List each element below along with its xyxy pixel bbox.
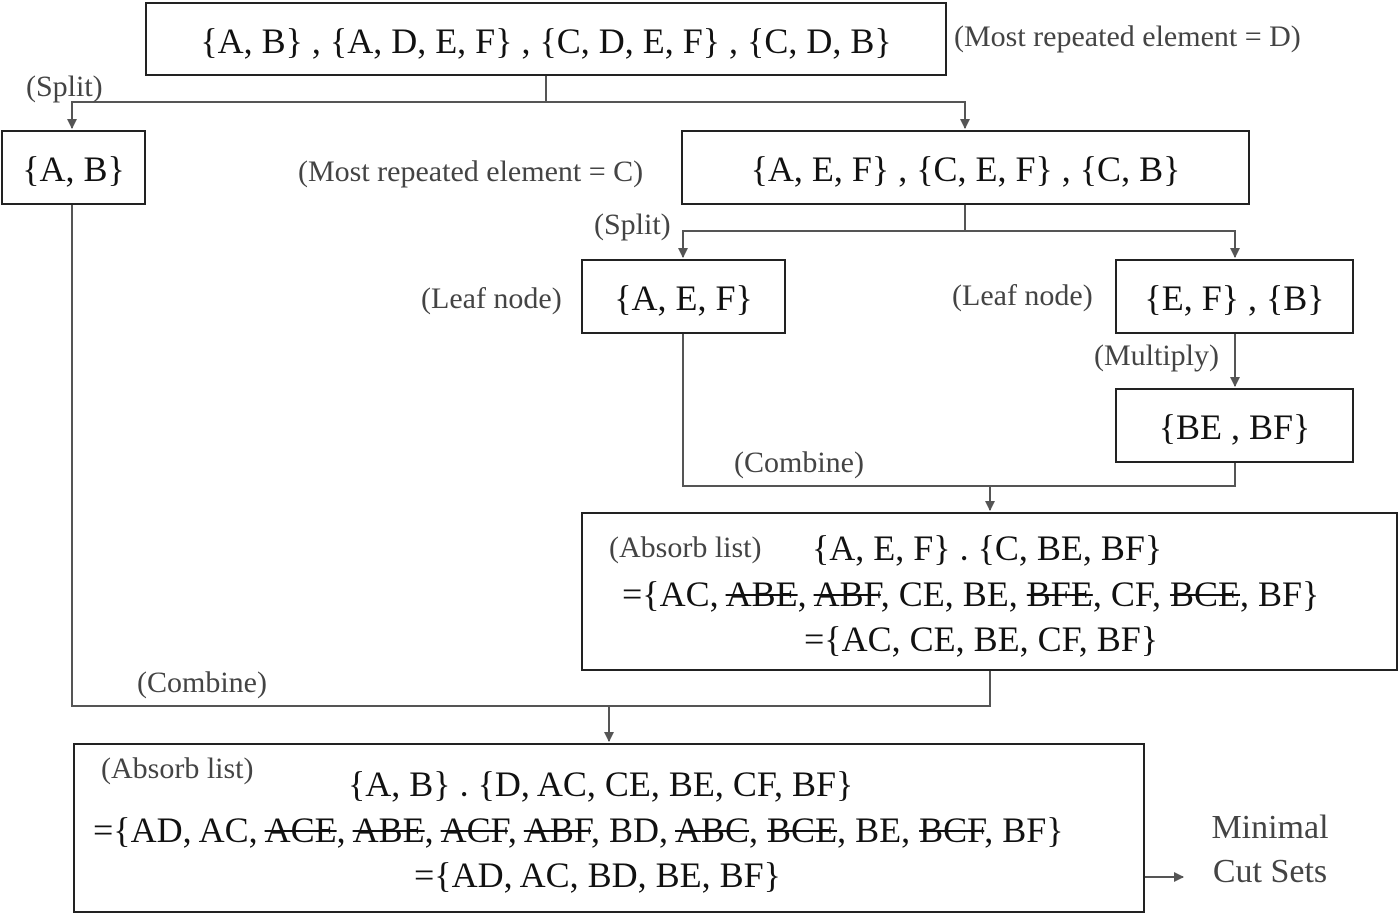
absorb1-line3: ={AC, CE, BE, CF, BF} bbox=[804, 619, 1159, 659]
level2-note: (Most repeated element = C) bbox=[298, 155, 644, 188]
absorb2-term: , BF} bbox=[984, 810, 1064, 850]
absorb2-term: , bbox=[749, 810, 768, 850]
leaf-a-note: (Leaf node) bbox=[421, 282, 562, 315]
absorb2-term: , BD, bbox=[590, 810, 676, 850]
absorb2-struck-term: BCE bbox=[767, 810, 838, 850]
root-split-label: (Split) bbox=[26, 70, 103, 103]
absorb2-struck-term: ABE bbox=[352, 810, 425, 850]
absorb2-term: , bbox=[336, 810, 353, 850]
result-label: Minimal Cut Sets bbox=[1190, 806, 1350, 894]
left-leaf-text: {A, B} bbox=[22, 149, 125, 189]
absorb1-term: , bbox=[797, 574, 814, 614]
absorb2-line3: ={AD, AC, BD, BE, BF} bbox=[414, 855, 781, 895]
absorb1-struck-term: BFE bbox=[1026, 574, 1093, 614]
absorb2-line1: {A, B} . {D, AC, CE, BE, CF, BF} bbox=[348, 764, 854, 804]
level2-split-right-line bbox=[965, 230, 1240, 258]
level2-text: {A, E, F} , {C, E, F} , {C, B} bbox=[750, 149, 1181, 189]
absorb1-term: ={AC, bbox=[622, 574, 726, 614]
absorb2-term: , bbox=[424, 810, 441, 850]
root-split-line bbox=[67, 75, 547, 129]
multiplied-box: {BE , BF} bbox=[1115, 388, 1354, 463]
root-text: {A, B} , {A, D, E, F} , {C, D, E, F} , {… bbox=[200, 21, 892, 61]
level2-split-label: (Split) bbox=[594, 208, 671, 241]
root-split-right-line bbox=[546, 101, 970, 129]
combine1-line bbox=[682, 333, 995, 511]
absorb2-struck-term: BCF bbox=[919, 810, 985, 850]
combine1-label: (Combine) bbox=[734, 446, 864, 479]
absorb1-struck-term: ABE bbox=[725, 574, 798, 614]
combine2-right-line bbox=[609, 670, 991, 707]
absorb1-term: , CE, BE, bbox=[880, 574, 1027, 614]
absorb1-term: , BF} bbox=[1240, 574, 1320, 614]
level2-box: {A, E, F} , {C, E, F} , {C, B} bbox=[681, 130, 1250, 205]
absorb1-line2: ={AC, ABE, ABF, CE, BE, BFE, CF, BCE, BF… bbox=[622, 574, 1319, 614]
root-box: {A, B} , {A, D, E, F} , {C, D, E, F} , {… bbox=[145, 2, 947, 76]
absorb2-term: , bbox=[507, 810, 524, 850]
combine2-line bbox=[71, 204, 614, 742]
absorb1-term: , CF, bbox=[1092, 574, 1170, 614]
absorb2-box bbox=[73, 743, 1145, 913]
leaf-a-box: {A, E, F} bbox=[581, 259, 786, 334]
absorb2-term: ={AD, AC, bbox=[93, 810, 265, 850]
absorb2-struck-term: ABF bbox=[523, 810, 591, 850]
result-line2: Cut Sets bbox=[1212, 853, 1328, 890]
absorb1-struck-term: BCE bbox=[1169, 574, 1240, 614]
absorb1-line1: {A, E, F} . {C, BE, BF} bbox=[812, 528, 1163, 568]
absorb2-struck-term: ACF bbox=[440, 810, 508, 850]
root-note: (Most repeated element = D) bbox=[954, 20, 1301, 53]
left-leaf-box: {A, B} bbox=[1, 130, 146, 205]
leaf-b-text: {E, F} , {B} bbox=[1144, 278, 1325, 318]
result-line1: Minimal bbox=[1211, 809, 1329, 846]
absorb2-line2: ={AD, AC, ACE, ABE, ACF, ABF, BD, ABC, B… bbox=[93, 810, 1064, 850]
combine1-right-line bbox=[990, 462, 1236, 487]
multiplied-text: {BE , BF} bbox=[1158, 407, 1311, 447]
absorb1-label: (Absorb list) bbox=[609, 531, 762, 564]
leaf-b-note: (Leaf node) bbox=[952, 279, 1093, 312]
multiply-label: (Multiply) bbox=[1094, 339, 1219, 372]
absorb1-struck-term: ABF bbox=[813, 574, 881, 614]
leaf-a-text: {A, E, F} bbox=[614, 278, 753, 318]
absorb2-label: (Absorb list) bbox=[101, 752, 254, 785]
level2-split-line bbox=[678, 204, 966, 258]
combine2-label: (Combine) bbox=[137, 666, 267, 699]
absorb2-struck-term: ACE bbox=[264, 810, 337, 850]
absorb2-struck-term: ABC bbox=[675, 810, 750, 850]
absorb2-term: , BE, bbox=[837, 810, 920, 850]
absorb1-box bbox=[581, 512, 1398, 671]
leaf-b-box: {E, F} , {B} bbox=[1115, 259, 1354, 334]
